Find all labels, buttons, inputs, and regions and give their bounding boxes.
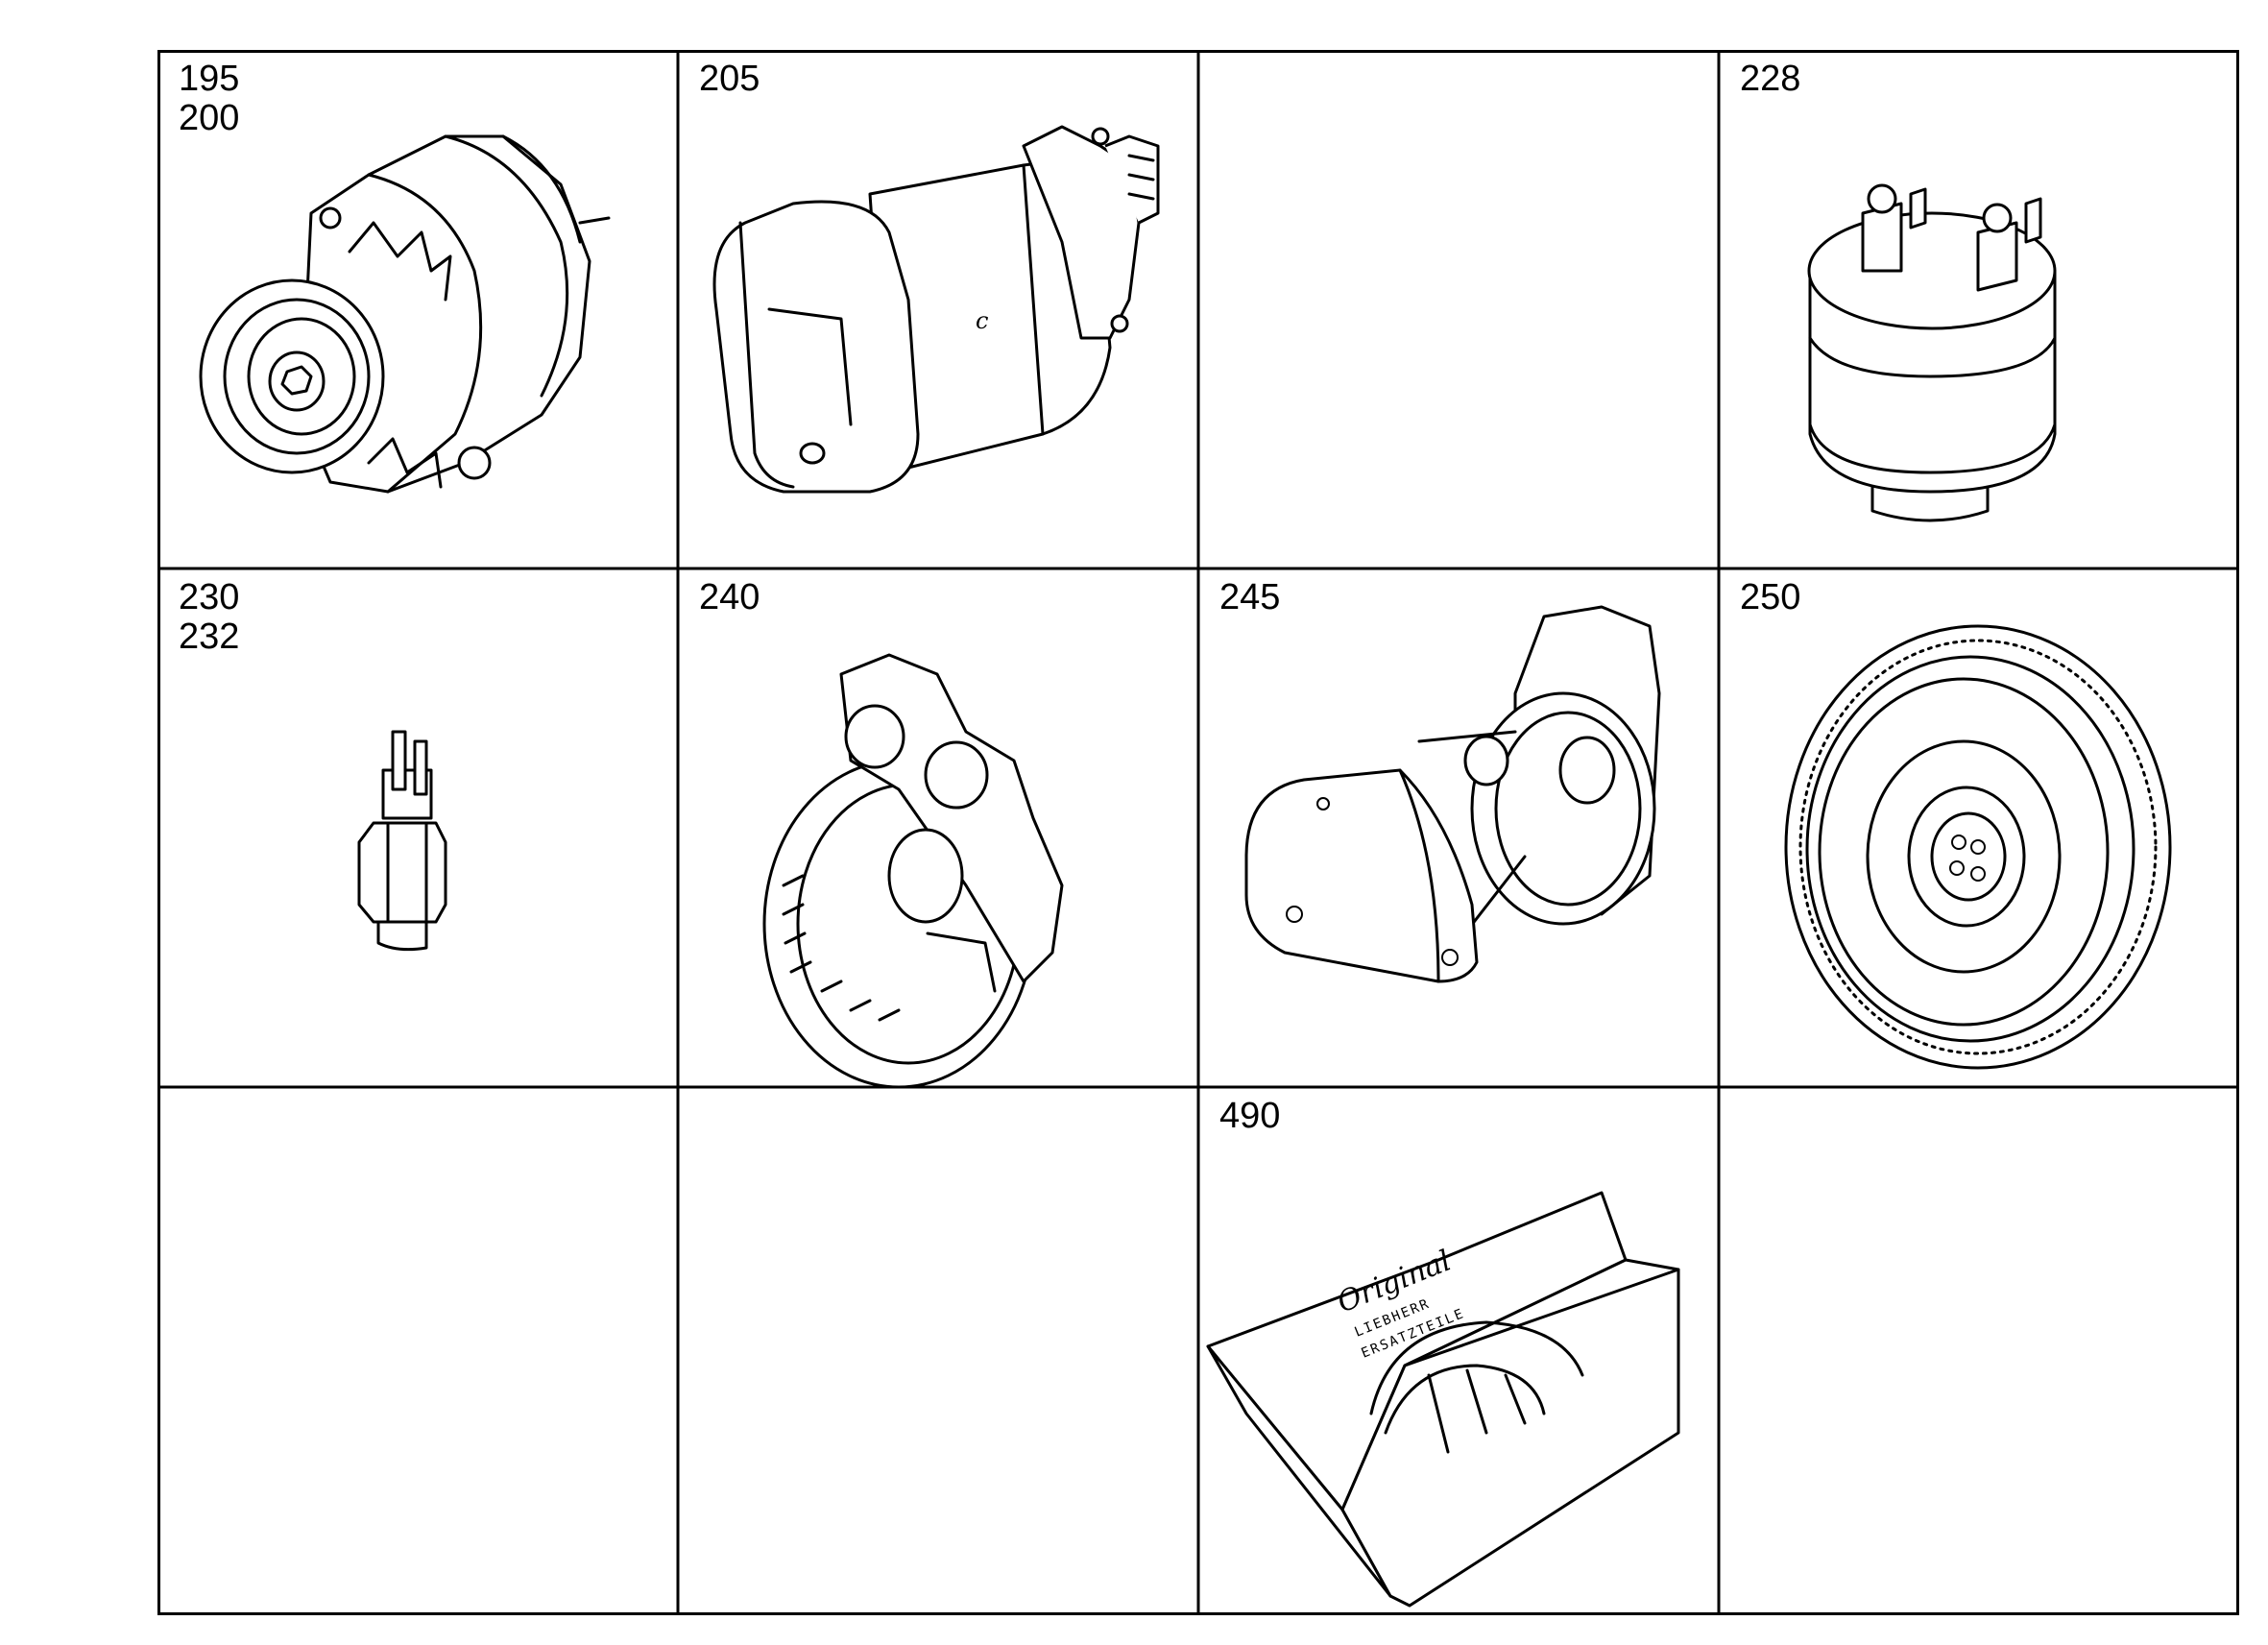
part-cell-2: 205 c: [678, 50, 1198, 568]
part-number-label: 250: [1740, 577, 1801, 617]
flywheel-housing-icon: [678, 568, 1198, 1087]
flywheel-icon: [1719, 568, 2239, 1087]
part-cell-12: [1719, 1087, 2239, 1615]
oil-pressure-switch-icon: [1719, 50, 2239, 568]
grid-frame: [157, 50, 2239, 1615]
part-number-label: 490: [1219, 1096, 1281, 1136]
temperature-sensor-icon: [157, 568, 678, 1087]
part-cell-3: [1198, 50, 1719, 568]
part-number-label: 228: [1740, 59, 1801, 99]
part-cell-9: [157, 1087, 678, 1615]
housing-with-cover-icon: [1198, 568, 1719, 1087]
part-cell-4: 228: [1719, 50, 2239, 568]
part-cell-6: 240: [678, 568, 1198, 1087]
starter-motor-icon: c: [678, 50, 1198, 568]
gasket-kit-package-icon: Original LIEBHERR ERSATZTEILE: [1198, 1087, 1719, 1615]
part-cell-11: 490 Original LIEBHERR ERSATZTEILE: [1198, 1087, 1719, 1615]
part-number-label: 205: [699, 59, 760, 99]
svg-text:c: c: [976, 307, 988, 334]
part-number-label: 245: [1219, 577, 1281, 617]
part-number-label: 240: [699, 577, 760, 617]
part-cell-10: [678, 1087, 1198, 1615]
part-cell-8: 250: [1719, 568, 2239, 1087]
part-cell-7: 245: [1198, 568, 1719, 1087]
alternator-icon: [157, 50, 678, 568]
